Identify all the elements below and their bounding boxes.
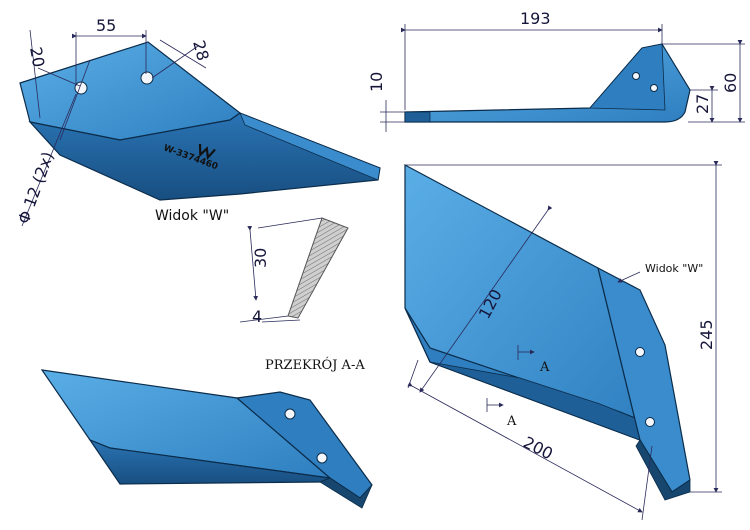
side-view-dimensions: 193 10 60 27 (367, 9, 745, 132)
dim-side-thickness: 10 (367, 72, 386, 92)
dim-side-height: 60 (721, 73, 740, 93)
section-marker-a-bottom: A (506, 414, 517, 429)
dim-top-offset: 28 (189, 38, 213, 63)
w-logo-icon (198, 143, 216, 161)
section-marker-a-top: A (539, 360, 550, 375)
view-w-plate-bevel (239, 112, 381, 181)
main-view-dimensions: 245 120 200 A A Widok "W" (405, 161, 722, 521)
main-upper-face (404, 163, 641, 441)
dim-main-length: 200 (520, 433, 556, 464)
dim-hole-diameter: Φ 12 (2x) (14, 149, 58, 226)
section-hatch (287, 217, 349, 319)
dim-section-width: 4 (252, 307, 262, 326)
view-w-label: Widok "W" (155, 208, 229, 224)
dim-side-bend: 27 (693, 94, 712, 114)
side-view (404, 43, 691, 123)
section-label: PRZEKRÓJ A-A (265, 356, 365, 373)
dim-side-length: 193 (520, 9, 551, 28)
view-w-callout: Widok "W" (645, 262, 703, 275)
view-w-plate: W-3374460 (19, 41, 381, 201)
dim-section-height: 30 (251, 248, 270, 268)
dim-hole-pitch: 55 (96, 16, 116, 35)
dim-hole-edge: 20 (26, 45, 48, 68)
section-a-a: 30 4 PRZEKRÓJ A-A (239, 217, 365, 373)
dim-main-height: 245 (697, 319, 716, 350)
hole-right (140, 71, 154, 85)
isometric-view (40, 369, 373, 509)
